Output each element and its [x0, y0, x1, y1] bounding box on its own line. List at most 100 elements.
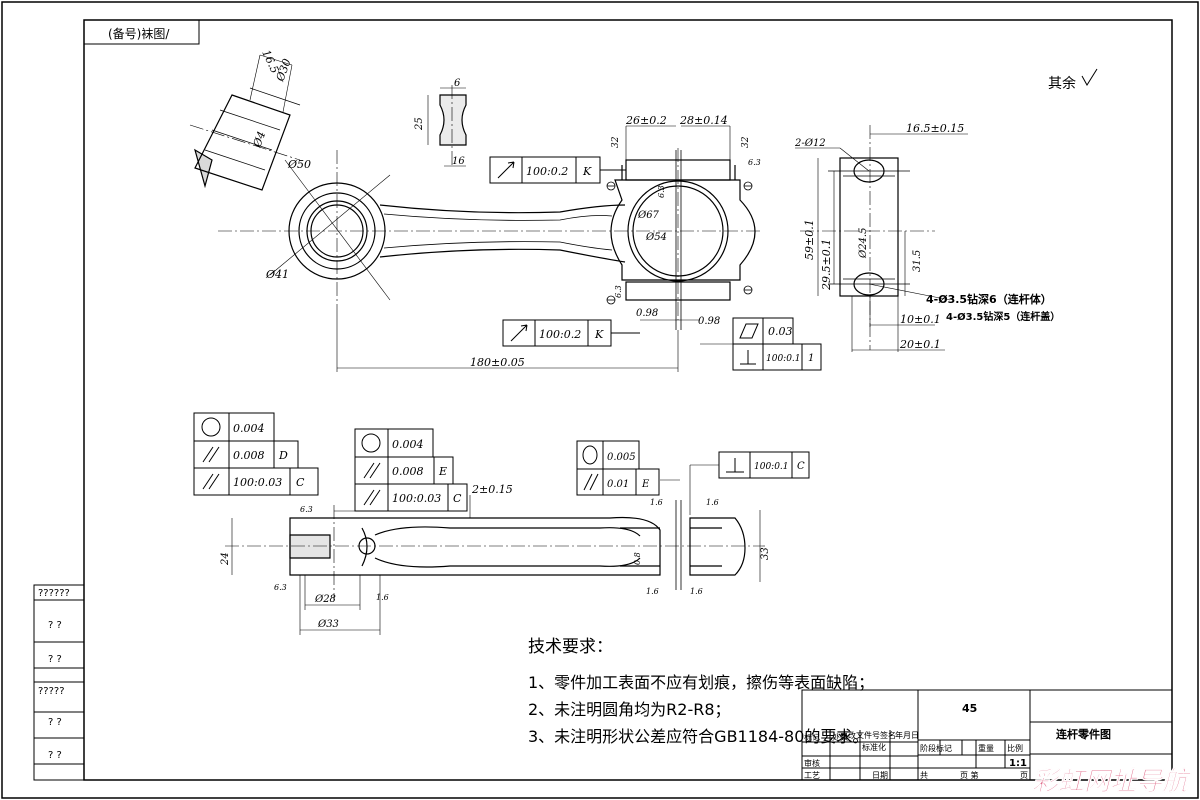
- dim-d24-5: Ø24.5: [858, 228, 869, 259]
- dim-d28: Ø28: [314, 594, 336, 605]
- drill-note-2: 4-Ø3.5钻深5（连杆盖）: [946, 310, 1060, 323]
- dim-ibeam-6: 6: [454, 78, 461, 89]
- dim-2-0-15: 2±0.15: [471, 483, 513, 496]
- fcf-group-3: [576, 440, 660, 496]
- fcf-par-4: 100:0.03: [392, 492, 441, 505]
- tech-item-1: 1、零件加工表面不应有划痕，擦伤等表面缺陷；: [528, 673, 874, 692]
- fcf-par-1-datum: D: [278, 449, 288, 462]
- left-strip-4: ?????: [38, 686, 65, 697]
- detail-bolt-view: [194, 54, 301, 191]
- rough-6-3-b: 6.3: [657, 185, 666, 198]
- stamp-box: [83, 19, 200, 45]
- dim-31-5: 31.5: [912, 250, 923, 272]
- tb-page: 页: [1020, 771, 1028, 780]
- dim-ibeam-16: 16: [452, 156, 465, 167]
- tech-item-3: 3、未注明形状公差应符合GB1184-80的要求。: [528, 727, 868, 746]
- fcf-par-2: 100:0.03: [233, 476, 282, 489]
- fcf-group-2: [334, 428, 468, 512]
- fcf-runout-2: [502, 319, 640, 347]
- dim-0-98-a: 0.98: [636, 308, 658, 319]
- drill-note-1: 4-Ø3.5钻深6（连杆体）: [926, 292, 1052, 306]
- fcf-perp-2-datum: C: [797, 461, 805, 472]
- dim-180: 180±0.05: [470, 356, 525, 369]
- dim-d33: Ø33: [317, 619, 339, 630]
- tb-material: 45: [962, 702, 977, 715]
- roughness-symbol: [1081, 68, 1098, 86]
- fcf-runout-1-tol: 100:0.2: [526, 165, 568, 178]
- rough-s2: 6.3: [274, 583, 287, 592]
- rough-s6: 1.6: [646, 587, 659, 596]
- center-lines: [189, 85, 935, 600]
- fcf-flatness-tol: 0.03: [768, 325, 793, 338]
- tb-total: 共: [920, 771, 928, 780]
- fcf-perp-1-tol: 100:0.1: [766, 354, 801, 364]
- tb-stage: 阶段标记: [920, 743, 952, 753]
- fcf-runout-2-tol: 100:0.2: [539, 328, 581, 341]
- side-view: [795, 133, 968, 352]
- fcf-par-5: 0.01: [607, 479, 629, 490]
- fcf-runout-1-datum: K: [582, 165, 592, 178]
- fcf-perp-2: [689, 451, 810, 515]
- fcf-par-4-datum: C: [453, 492, 462, 505]
- tb-scale: 1:1: [1009, 758, 1027, 769]
- fcf-perp-1-datum: 1: [808, 353, 814, 364]
- fcf-runout-2-datum: K: [594, 328, 604, 341]
- watermark: 彩虹网址导航: [1032, 767, 1192, 797]
- rod-section-view: [231, 479, 761, 635]
- tb-process: 工艺: [804, 771, 820, 780]
- fcf-par-1: 0.008: [233, 449, 265, 462]
- dim-29-5: 29.5±0.1: [820, 239, 833, 291]
- rough-s3: 1.6: [376, 593, 389, 602]
- rough-s4: 1.6: [650, 498, 663, 507]
- dim-24: 24: [220, 552, 231, 566]
- dim-2-d12: 2-Ø12: [794, 138, 826, 149]
- dim-ibeam-25: 25: [414, 117, 425, 131]
- tech-item-2: 2、未注明圆角均为R2-R8；: [528, 700, 731, 719]
- roughness-note: 其余: [1048, 75, 1076, 92]
- dim-bolt-d4: Ø4: [250, 130, 268, 150]
- title-block: [801, 689, 1173, 781]
- dim-0-98-b: 0.98: [698, 316, 720, 327]
- tb-sign: 签名: [880, 730, 896, 740]
- dim-26: 26±0.2: [625, 114, 667, 127]
- rod-front-view: [269, 125, 756, 372]
- rough-s1: 6.3: [300, 505, 313, 514]
- tb-weight: 重量: [978, 743, 994, 753]
- tb-docno: 更改文件号: [840, 730, 880, 740]
- fcf-circ-1: 0.004: [233, 422, 265, 435]
- rough-s7: 1.6: [690, 587, 703, 596]
- tb-date2: 日期: [872, 771, 888, 780]
- tb-title: 连杆零件图: [1056, 727, 1111, 741]
- fcf-runout-1: [489, 156, 626, 184]
- tech-heading: 技术要求：: [528, 637, 613, 657]
- stamp-text: (备号)袜图/: [108, 27, 170, 41]
- fcf-perp-1: [700, 343, 822, 371]
- dim-10: 10±0.1: [900, 313, 941, 326]
- left-strip: [33, 584, 85, 781]
- dim-16-5-side: 16.5±0.15: [906, 122, 964, 135]
- tb-review: 审核: [804, 758, 820, 768]
- dim-33: 33: [760, 547, 771, 560]
- dim-d50: Ø50: [287, 158, 311, 171]
- dim-32-right: 32: [741, 136, 751, 148]
- fcf-perp-2-tol: 100:0.1: [754, 462, 789, 472]
- tb-count: 处数: [832, 732, 848, 742]
- dim-d41: Ø41: [265, 268, 289, 281]
- fcf-par-2-datum: C: [296, 476, 305, 489]
- tb-sheet: 页 第: [960, 770, 979, 780]
- left-strip-6: ? ?: [48, 750, 62, 761]
- fcf-circ-3: 0.005: [607, 452, 636, 463]
- tb-std: 标准化: [862, 742, 886, 752]
- dim-28: 28±0.14: [679, 114, 728, 127]
- left-strip-5: ? ?: [48, 717, 62, 728]
- dim-d54: Ø54: [645, 232, 667, 243]
- tb-ratio: 比例: [1007, 743, 1023, 753]
- fcf-par-5-datum: E: [641, 479, 650, 490]
- rough-6-3-a: 6.3: [748, 158, 761, 167]
- rough-s5: 1.6: [706, 498, 719, 507]
- datum-symbols: [606, 181, 753, 305]
- fcf-group-1: [193, 412, 319, 496]
- tb-date: 年月日: [895, 730, 919, 740]
